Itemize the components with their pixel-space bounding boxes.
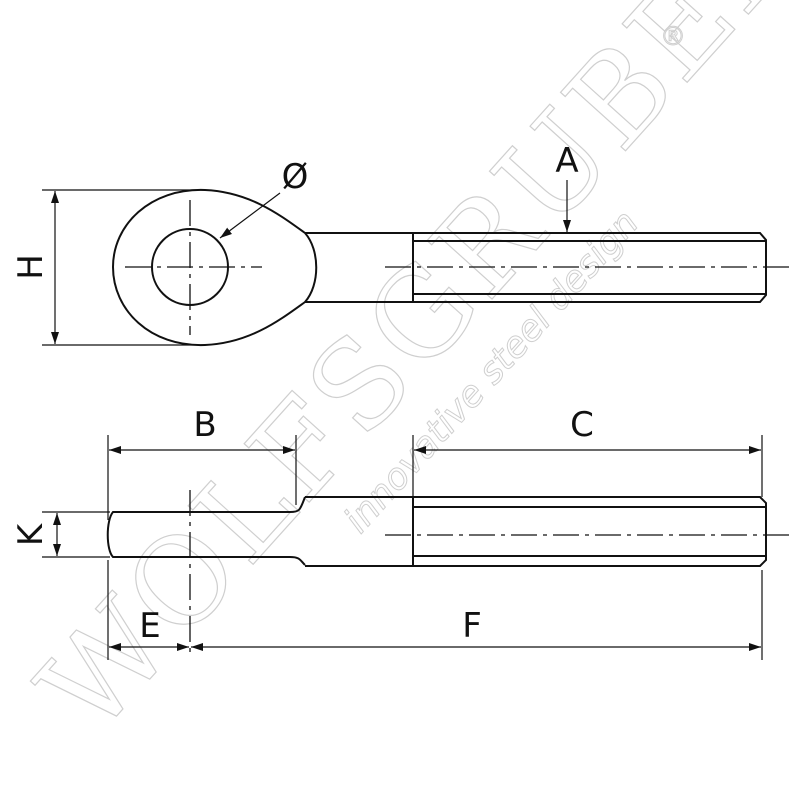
dimensions bbox=[42, 180, 763, 660]
top-view bbox=[111, 188, 790, 347]
label-K: K bbox=[11, 522, 51, 546]
label-A: A bbox=[555, 141, 578, 181]
watermark: WOLFSGRUBER innovative steel design bbox=[13, 0, 800, 760]
label-H: H bbox=[11, 254, 51, 280]
label-C: C bbox=[570, 405, 594, 445]
label-diameter: Ø bbox=[282, 157, 309, 197]
thread bbox=[305, 496, 767, 567]
side-view bbox=[106, 490, 790, 655]
eye-outline bbox=[111, 188, 318, 347]
shank bbox=[305, 232, 414, 303]
label-B: B bbox=[193, 405, 216, 445]
label-E: E bbox=[139, 606, 160, 646]
watermark-registered: ® bbox=[660, 22, 686, 52]
label-F: F bbox=[462, 606, 482, 646]
flat-end bbox=[106, 496, 306, 566]
watermark-brand: WOLFSGRUBER bbox=[13, 0, 800, 759]
leader-diameter bbox=[219, 192, 281, 239]
